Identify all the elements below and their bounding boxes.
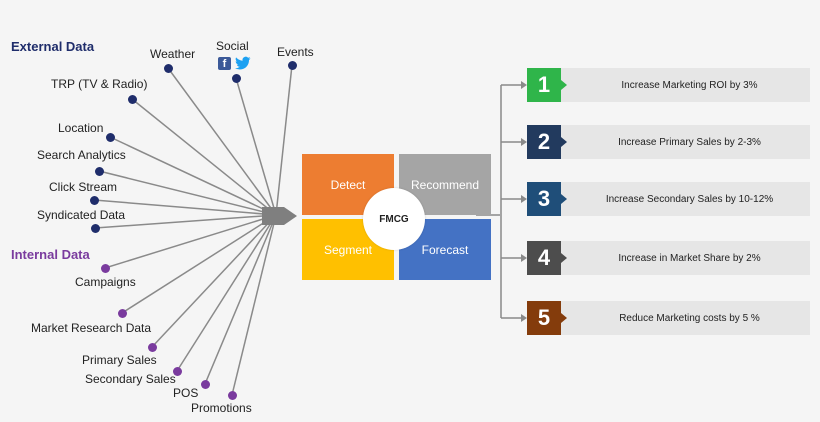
detect-label: Detect (330, 177, 366, 192)
dot-click-stream (90, 196, 99, 205)
outcome-number: 4 (527, 241, 567, 275)
outcome-5: 5 Reduce Marketing costs by 5 % (527, 301, 810, 335)
dot-weather (164, 64, 173, 73)
fmcg-center: FMCG (363, 188, 425, 250)
recommend-label: Recommend (410, 177, 480, 192)
twitter-icon (235, 56, 251, 75)
forecast-quadrant: Forecast (399, 219, 491, 280)
dot-location (106, 133, 115, 142)
outcome-4: 4 Increase in Market Share by 2% (527, 241, 810, 275)
dot-social (232, 74, 241, 83)
outcome-text: Increase in Market Share by 2% (618, 252, 761, 264)
outcome-2: 2 Increase Primary Sales by 2-3% (527, 125, 810, 159)
source-pos: POS (173, 386, 199, 400)
outcome-text: Increase Marketing ROI by 3% (621, 79, 758, 91)
source-primary-sales: Primary Sales (82, 353, 157, 367)
connector-social (235, 77, 277, 216)
dot-market-research (118, 309, 127, 318)
connector-trp (131, 98, 277, 216)
connector-location (109, 136, 277, 216)
outcome-1: 1 Increase Marketing ROI by 3% (527, 68, 810, 102)
dot-promotions (228, 391, 237, 400)
outcome-text: Increase Secondary Sales by 10-12% (605, 193, 774, 205)
connector-promotions (231, 214, 277, 396)
dot-events (288, 61, 297, 70)
connector-campaigns (104, 214, 277, 269)
dot-pos (201, 380, 210, 389)
connector-pos (204, 214, 277, 385)
outcome-3: 3 Increase Secondary Sales by 10-12% (527, 182, 810, 216)
source-syndicated-data: Syndicated Data (37, 208, 126, 222)
outcome-text: Increase Primary Sales by 2-3% (618, 136, 761, 148)
source-market-research: Market Research Data (31, 321, 152, 335)
source-campaigns: Campaigns (75, 275, 136, 289)
merge-arrow-icon (262, 207, 297, 225)
source-click-stream: Click Stream (49, 180, 118, 194)
outcome-text: Reduce Marketing costs by 5 % (619, 312, 760, 324)
source-location: Location (58, 121, 104, 135)
dot-search-analytics (95, 167, 104, 176)
segment-label: Segment (323, 242, 373, 257)
source-search-analytics: Search Analytics (37, 148, 126, 162)
connector-syndicated (94, 214, 277, 229)
source-weather: Weather (150, 47, 196, 61)
facebook-icon: f (218, 57, 231, 70)
dot-trp (128, 95, 137, 104)
internal-data-header: Internal Data (11, 247, 90, 262)
source-secondary-sales: Secondary Sales (85, 372, 176, 386)
source-social: Social (216, 39, 249, 53)
dot-secondary-sales (173, 367, 182, 376)
connector-click (93, 199, 277, 216)
outcome-number: 3 (527, 182, 567, 216)
source-events: Events (277, 45, 314, 59)
connector-market-research (121, 214, 277, 314)
dot-primary-sales (148, 343, 157, 352)
dot-campaigns (101, 264, 110, 273)
outcome-number: 5 (527, 301, 567, 335)
fmcg-label: FMCG (379, 213, 409, 225)
external-data-header: External Data (11, 39, 95, 54)
dot-syndicated-data (91, 224, 100, 233)
connector-search (98, 170, 277, 216)
forecast-label: Forecast (421, 242, 469, 257)
outcome-number: 2 (527, 125, 567, 159)
outcome-number: 1 (527, 68, 567, 102)
source-trp: TRP (TV & Radio) (51, 77, 148, 91)
connector-primary-sales (151, 214, 277, 348)
source-promotions: Promotions (191, 401, 252, 415)
connector-events (275, 64, 293, 216)
connector-secondary-sales (176, 214, 277, 372)
connector-weather (167, 67, 277, 216)
